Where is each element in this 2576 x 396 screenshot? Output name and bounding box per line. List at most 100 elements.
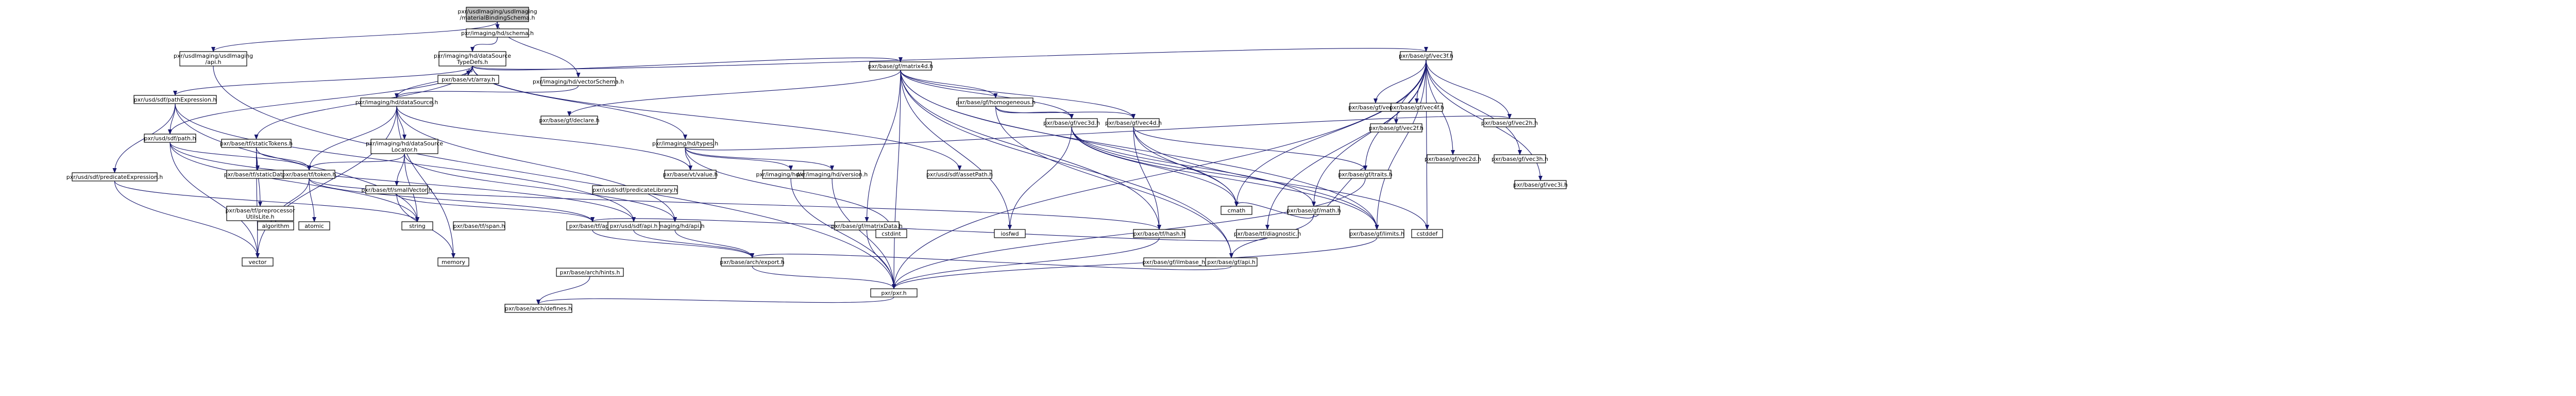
include-edge — [995, 106, 1136, 119]
graph-node-tf-staticData[interactable]: pxr/base/tf/staticData.h — [224, 170, 292, 179]
include-edge — [396, 193, 595, 222]
graph-node-gf-vec2d[interactable]: pxr/base/gf/vec2d.h — [1425, 154, 1481, 163]
include-edge — [866, 229, 896, 289]
node-box — [365, 185, 428, 194]
graph-node-sdf-predicateLibrary[interactable]: pxr/usd/sdf/predicateLibrary.h — [592, 185, 678, 194]
node-box — [1205, 257, 1258, 267]
include-edge — [892, 178, 1366, 289]
graph-node-sdf-path[interactable]: pxr/usd/sdf/path.h — [144, 134, 196, 143]
node-label: pxr/usd/sdf/predicateLibrary.h — [592, 187, 677, 193]
graph-node-arch-defines[interactable]: pxr/base/arch/defines.h — [504, 304, 572, 313]
graph-node-hd-datasource[interactable]: pxr/imaging/hd/dataSource.h — [355, 97, 438, 107]
node-box — [1339, 170, 1392, 179]
graph-node-hd-vectorschema[interactable]: pxr/imaging/hd/vectorSchema.h — [533, 77, 624, 86]
graph-node-tf-smallVector[interactable]: pxr/base/tf/smallVector.h — [361, 185, 432, 194]
include-edge — [309, 178, 316, 222]
graph-node-sdf-pathexpr[interactable]: pxr/usd/sdf/pathExpression.h — [133, 95, 217, 104]
graph-node-cstdint[interactable]: cstdint — [875, 229, 907, 238]
node-box — [869, 61, 932, 71]
graph-node-pxr[interactable]: pxr/pxr.h — [870, 288, 918, 298]
graph-node-arch-hints[interactable]: pxr/base/arch/hints.h — [556, 268, 624, 277]
include-edge — [472, 65, 962, 171]
graph-node-gf-vec3i[interactable]: pxr/base/gf/vec3i.h — [1513, 180, 1568, 189]
graph-node-vt-value[interactable]: pxr/base/vt/value.h — [663, 170, 718, 179]
graph-node-gf-vec3f[interactable]: pxr/base/gf/vec3f.h — [1399, 51, 1453, 60]
graph-node-vt-array[interactable]: pxr/base/vt/array.h — [437, 75, 499, 84]
graph-node-gf-traits[interactable]: pxr/base/gf/traits.h — [1338, 170, 1393, 179]
node-box — [1514, 180, 1567, 189]
node-label: pxr/base/tf/staticTokens.h — [220, 140, 293, 147]
graph-node-gf-matrixData[interactable]: pxr/base/gf/matrixData.h — [831, 221, 903, 230]
graph-node-gf-homogeneous[interactable]: pxr/base/gf/homogeneous.h — [956, 97, 1036, 107]
graph-node-tf-span[interactable]: pxr/base/tf/span.h — [453, 221, 505, 230]
node-label: pxr/imaging/hd/api.h — [646, 223, 705, 229]
include-edge — [900, 70, 1379, 230]
graph-node-gf-vec4d[interactable]: pxr/base/gf/vec4d.h — [1105, 118, 1162, 127]
node-label: pxr/base/gf/vec2d.h — [1425, 156, 1481, 162]
include-edge — [395, 65, 473, 98]
graph-node-gf-vec2h[interactable]: pxr/base/gf/vec2h.h — [1481, 118, 1538, 127]
include-edge — [396, 106, 455, 258]
node-label: cmath — [1228, 207, 1246, 214]
graph-node-gf-vec3h[interactable]: pxr/base/gf/vec3h.h — [1492, 154, 1548, 163]
node-label: pxr/base/gf/vec3i.h — [1513, 182, 1568, 188]
include-edge — [685, 147, 893, 230]
graph-node-vector[interactable]: vector — [242, 257, 274, 267]
include-edge — [685, 147, 834, 171]
node-label: pxr/base/gf/vec3d.h — [1043, 120, 1100, 126]
node-box — [72, 172, 158, 182]
node-box — [994, 229, 1026, 238]
graph-node-tf-hash[interactable]: pxr/base/tf/hash.h — [1133, 229, 1185, 238]
graph-node-tf-staticTokens[interactable]: pxr/base/tf/staticTokens.h — [220, 139, 293, 148]
node-box — [504, 304, 572, 313]
include-edge — [395, 153, 405, 186]
include-edge — [175, 103, 419, 222]
graph-node-hd-types[interactable]: pxr/imaging/hd/types.h — [652, 139, 718, 148]
node-label: pxr/imaging/hd/dataSource — [434, 53, 511, 59]
graph-node-string[interactable]: string — [401, 221, 433, 230]
graph-node-tf-token[interactable]: pxr/base/tf/token.h — [282, 170, 336, 179]
graph-node-memory[interactable]: memory — [437, 257, 469, 267]
include-edge — [1234, 201, 1314, 219]
graph-node-gf-math[interactable]: pxr/base/gf/math.h — [1286, 206, 1341, 215]
graph-node-gf-matrix4d[interactable]: pxr/base/gf/matrix4d.h — [868, 61, 934, 71]
graph-node-usd-delegate[interactable]: pxr/usdImaging/usdImaging/materialBindin… — [457, 7, 537, 22]
graph-node-atomic[interactable]: atomic — [298, 221, 330, 230]
node-label: memory — [442, 259, 465, 266]
node-label: pxr/usdImaging/usdImaging — [174, 53, 253, 59]
graph-node-algorithm[interactable]: algorithm — [257, 221, 294, 230]
graph-node-sdf-api[interactable]: pxr/usd/sdf/api.h — [607, 221, 660, 230]
graph-node-gf-vec4f[interactable]: pxr/base/gf/vec4f.h — [1389, 103, 1444, 112]
include-edge — [170, 142, 311, 171]
graph-node-gf-declare[interactable]: pxr/base/gf/declare.h — [539, 116, 600, 125]
node-label: pxr/usd/sdf/api.h — [610, 223, 658, 229]
graph-node-usdimaging-api[interactable]: pxr/usdImaging/usdImaging/api.h — [174, 51, 253, 67]
node-label: pxr/base/tf/api.h — [569, 223, 616, 229]
include-edge — [892, 237, 1160, 289]
graph-node-iosfwd[interactable]: iosfwd — [994, 229, 1026, 238]
graph-node-gf-vec3d[interactable]: pxr/base/gf/vec3d.h — [1043, 118, 1100, 127]
graph-node-cstddef[interactable]: cstddef — [1411, 229, 1443, 238]
graph-node-cmath[interactable]: cmath — [1221, 206, 1252, 215]
node-box — [401, 221, 433, 230]
graph-node-hd-version[interactable]: pxr/imaging/hd/version.h — [796, 170, 868, 179]
graph-node-sdf-predicateExpr[interactable]: pxr/usd/sdf/predicateExpression.h — [66, 172, 163, 182]
graph-node-gf-api[interactable]: pxr/base/gf/api.h — [1205, 257, 1258, 267]
graph-node-sdf-assetPath[interactable]: pxr/usd/sdf/assetPath.h — [926, 170, 993, 179]
include-edge — [1008, 126, 1072, 230]
node-label: pxr/base/vt/array.h — [442, 76, 495, 83]
graph-node-gf-vec2f[interactable]: pxr/base/gf/vec2f.h — [1369, 123, 1423, 133]
graph-node-hd-schema[interactable]: pxr/imaging/hd/schema.h — [461, 28, 534, 38]
graph-node-gf-vec2i[interactable]: pxr/base/gf/vec2i.h — [1348, 103, 1403, 112]
node-label: pxr/usdImaging/usdImaging — [457, 8, 537, 15]
node-label: pxr/pxr.h — [881, 290, 906, 296]
graph-node-gf-limits[interactable]: pxr/base/gf/limits.h — [1349, 229, 1404, 238]
node-box — [1483, 118, 1536, 127]
graph-node-arch-export[interactable]: pxr/base/arch/export.h — [720, 257, 785, 267]
graph-node-gf-ilmbase-half[interactable]: pxr/base/gf/ilmbase_half.h — [1142, 257, 1217, 267]
graph-node-tf-diagnostic[interactable]: pxr/base/tf/diagnostic.h — [1234, 229, 1301, 238]
graph-node-hd-api[interactable]: pxr/imaging/hd/api.h — [646, 221, 705, 230]
